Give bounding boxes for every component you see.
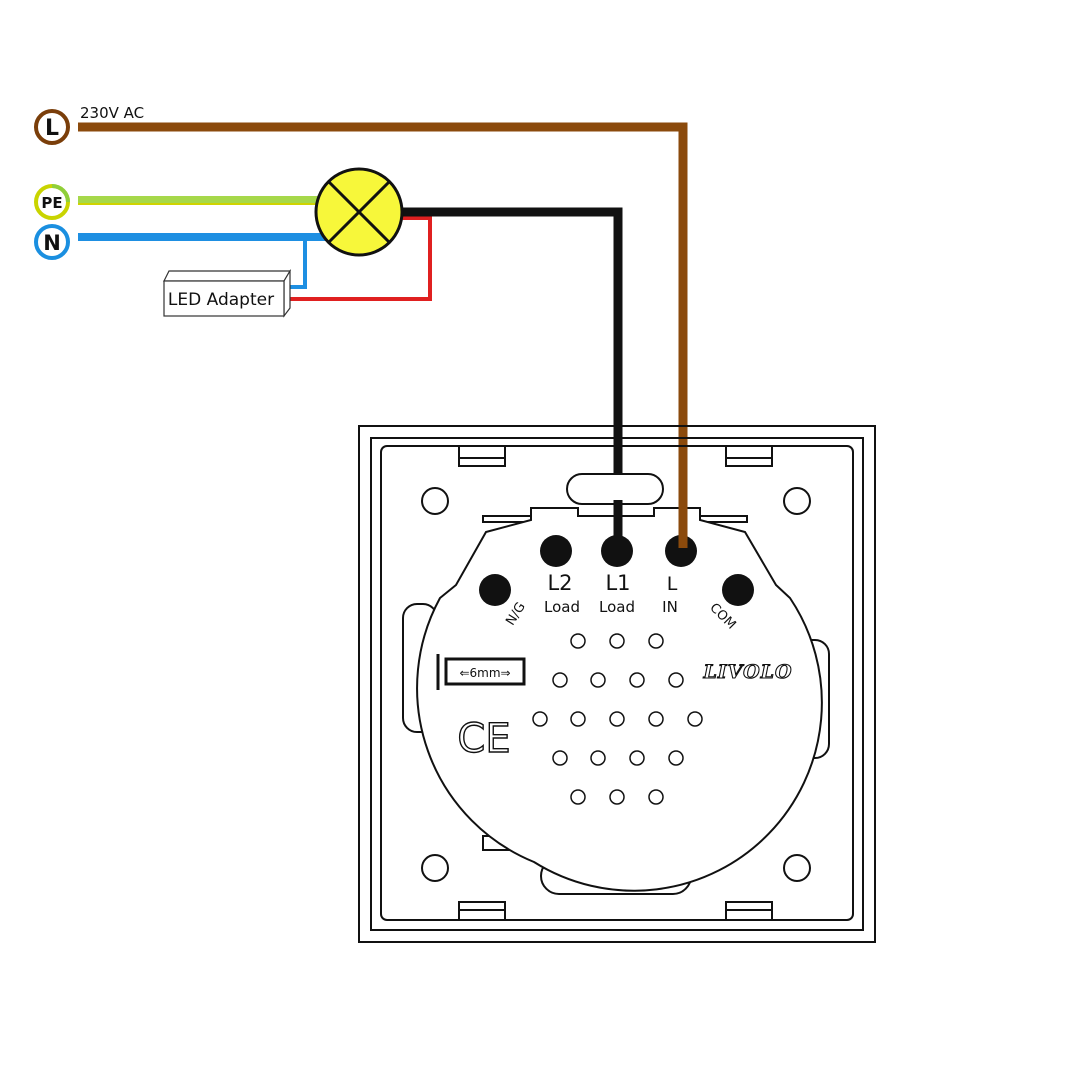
terminal-hole-com: [722, 574, 754, 606]
ce-mark: CE: [457, 716, 510, 762]
label-l2-sub: Load: [544, 598, 580, 616]
terminal-hole-l2: [540, 535, 572, 567]
label-l1: L1: [605, 571, 630, 595]
terminal-hole-l1: [601, 535, 633, 567]
adapter-red-wire: [284, 216, 432, 301]
live-wire: [78, 122, 688, 548]
switch-terminal-holes: [479, 535, 754, 606]
adapter-label: LED Adapter: [168, 290, 274, 310]
terminal-n-label: N: [43, 231, 61, 255]
label-l1-sub: Load: [599, 598, 635, 616]
label-l2: L2: [547, 571, 572, 595]
vent-holes: [532, 633, 703, 805]
terminal-pe: PE: [34, 184, 70, 220]
label-l: L: [667, 573, 678, 595]
lamp-icon: [314, 167, 404, 257]
led-adapter: LED Adapter: [163, 268, 292, 318]
terminal-hole-ng: [479, 574, 511, 606]
terminal-pe-label: PE: [41, 194, 62, 212]
wire-strip-label: ⇐6mm⇒: [459, 666, 510, 680]
supply-label: 230V AC: [80, 104, 144, 122]
brand-logo: LIVOLO: [702, 661, 792, 683]
wire-strip-gauge: ⇐6mm⇒: [436, 654, 526, 690]
switch-module: [416, 507, 823, 892]
label-l-sub: IN: [662, 598, 678, 616]
terminal-l: L: [34, 109, 70, 145]
terminal-hole-l: [665, 535, 697, 567]
load-wire: [402, 207, 623, 548]
terminal-n: N: [34, 224, 70, 260]
terminal-l-label: L: [45, 116, 59, 141]
neutral-adapter-wire: [284, 237, 307, 289]
